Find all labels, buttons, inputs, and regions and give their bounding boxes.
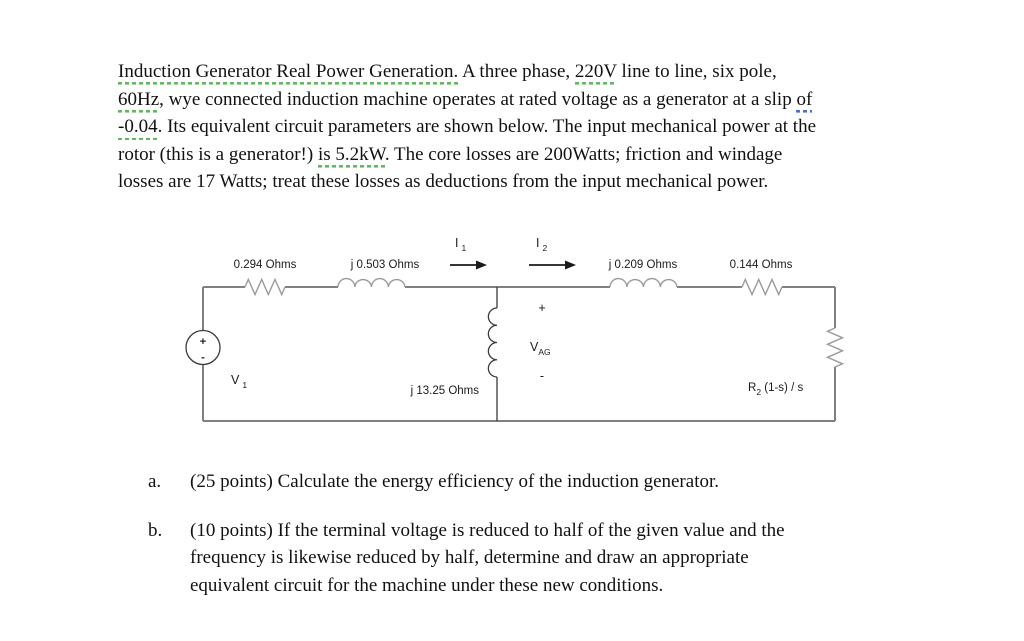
- text-segment: rotor (this is a generator!): [118, 143, 318, 165]
- text-segment: . Its equivalent circuit parameters are …: [157, 116, 817, 138]
- paragraph-line: rotor (this is a generator!) is 5.2kW. T…: [118, 141, 948, 169]
- i2-arrowhead-icon: [565, 260, 576, 270]
- load-resistance-label: R2 (1-s) / s: [748, 382, 803, 397]
- vag-subscript: AG: [538, 347, 550, 357]
- question-marker: a.: [148, 471, 162, 492]
- airgap-plus-sign: +: [538, 301, 545, 315]
- paragraph-line: 60Hz, wye connected induction machine op…: [118, 86, 948, 114]
- questions: a. (25 points) Calculate the energy effic…: [148, 468, 968, 599]
- question-line: (10 points) If the terminal voltage is r…: [190, 519, 785, 541]
- i2-symbol: I: [536, 236, 539, 250]
- voltage-source-plus-sign: +: [200, 336, 206, 348]
- text-segment: line to line, six pole,: [616, 61, 777, 82]
- question-line: (25 points) Calculate the energy efficie…: [190, 471, 720, 492]
- question-a: a. (25 points) Calculate the energy effic…: [148, 468, 968, 496]
- text-segment: losses are 17 Watts; treat these losses …: [118, 171, 769, 193]
- spellcheck-underlined-text: Induction Generator Real Power Generatio…: [118, 61, 459, 85]
- text-segment: A three phase,: [458, 61, 575, 82]
- magnetizing-inductor-symbol: [487, 307, 498, 378]
- voltage-source-circle: [185, 329, 221, 366]
- airgap-minus-sign: -: [540, 369, 544, 383]
- spellcheck-underlined-text: is 5.2kW: [317, 143, 385, 168]
- question-text: (25 points) Calculate the energy efficie…: [190, 468, 968, 496]
- paragraph-line: -0.04. Its equivalent circuit parameters…: [118, 113, 948, 141]
- spellcheck-underlined-text: -0.04: [118, 116, 158, 141]
- rotor-inductor-symbol: [609, 277, 678, 288]
- load-resistor-symbol: [825, 327, 845, 368]
- paragraph-line: losses are 17 Watts; treat these losses …: [118, 168, 948, 196]
- spellcheck-underlined-text: of: [796, 88, 813, 113]
- i1-symbol: I: [455, 236, 458, 250]
- v1-symbol: V: [231, 373, 240, 387]
- stator-resistor-symbol: [244, 277, 286, 297]
- question-line: frequency is likewise reduced by half, d…: [190, 547, 749, 569]
- i2-subscript: 2: [542, 243, 547, 253]
- stator-inductor-symbol: [337, 277, 406, 288]
- question-marker: b.: [148, 519, 163, 541]
- spellcheck-underlined-text: 220V: [574, 61, 617, 85]
- rotor-resistance-label: 0.144 Ohms: [730, 259, 793, 271]
- problem-paragraph: Induction Generator Real Power Generatio…: [118, 58, 948, 196]
- question-line: equivalent circuit for the machine under…: [190, 574, 664, 596]
- paragraph-line: Induction Generator Real Power Generatio…: [118, 58, 948, 86]
- rotor-resistor-symbol: [741, 277, 783, 297]
- r2-symbol: R: [748, 382, 756, 394]
- airgap-voltage-label: VAG: [530, 340, 551, 357]
- stator-reactance-label: j 0.503 Ohms: [350, 259, 420, 271]
- text-segment: , wye connected induction machine operat…: [159, 88, 797, 110]
- v1-subscript: 1: [242, 380, 247, 390]
- r2-slip-expression: (1-s) / s: [761, 382, 803, 394]
- spellcheck-underlined-text: 60Hz: [118, 88, 160, 113]
- question-b: b. (10 points) If the terminal voltage is…: [148, 517, 968, 600]
- rotor-reactance-label: j 0.209 Ohms: [608, 259, 678, 271]
- stator-resistance-label: 0.294 Ohms: [234, 259, 297, 271]
- voltage-source-minus-sign: -: [201, 352, 205, 364]
- question-text: (10 points) If the terminal voltage is r…: [190, 517, 968, 600]
- text-segment: . The core losses are 200Watts; friction…: [384, 143, 783, 165]
- vag-symbol: V: [530, 340, 539, 354]
- r2-subscript: 2: [756, 387, 761, 397]
- i1-subscript: 1: [461, 243, 466, 253]
- magnetizing-reactance-label: j 13.25 Ohms: [410, 385, 480, 397]
- i1-arrowhead-icon: [476, 260, 487, 270]
